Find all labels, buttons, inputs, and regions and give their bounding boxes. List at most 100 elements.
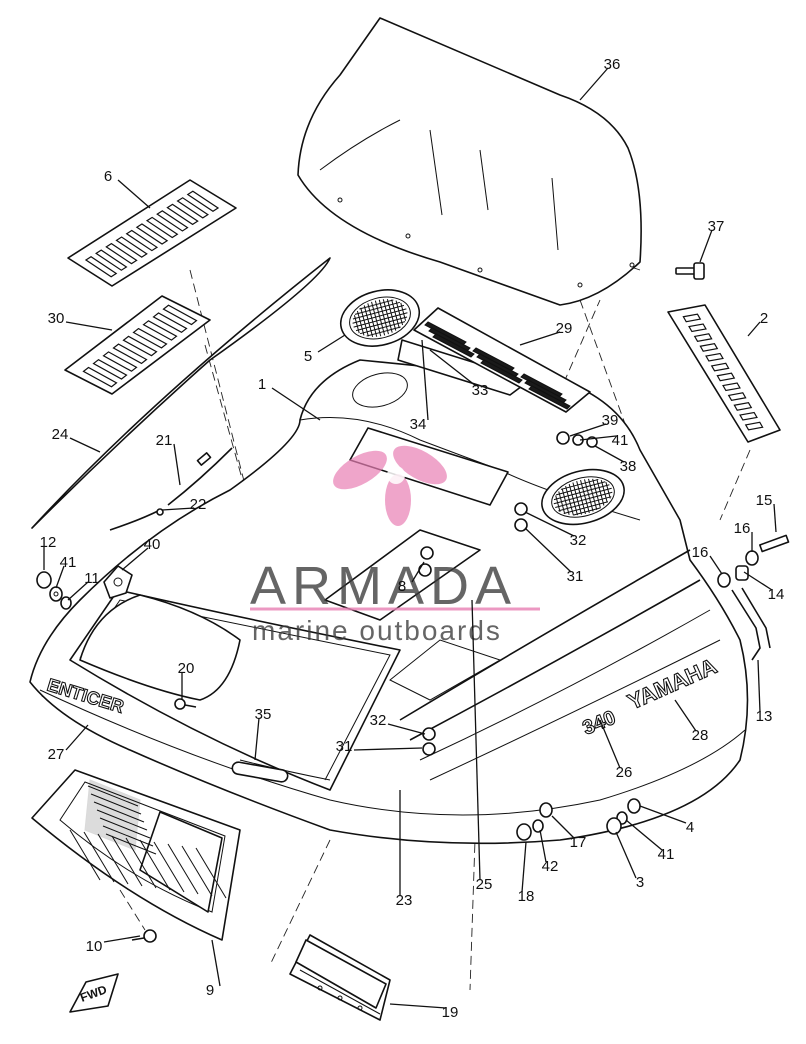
callout-leader-22 (55, 565, 65, 589)
callout-leader-44 (103, 935, 141, 943)
callout-leader-36 (551, 815, 575, 839)
callout-leader-39 (539, 829, 547, 863)
callout-label-35: 31 (336, 738, 353, 755)
callout-leader-45 (211, 939, 221, 987)
callout-label-31: 35 (255, 706, 272, 723)
callout-leader-40 (615, 831, 637, 879)
side-louver-part (667, 304, 781, 443)
louver-grille-upper (67, 179, 237, 287)
callout-label-44: 10 (86, 938, 103, 955)
callout-leader-34 (65, 724, 89, 751)
callout-label-5: 5 (304, 348, 312, 365)
callout-label-29: 20 (178, 660, 195, 677)
callout-label-16: 22 (190, 496, 207, 513)
callout-leader-41 (521, 841, 527, 893)
callout-label-13: 38 (620, 458, 637, 475)
callout-label-34: 27 (48, 746, 65, 763)
callout-leader-32 (387, 723, 426, 735)
vent-grille-rear (413, 307, 591, 413)
callout-leader-8 (271, 387, 321, 421)
watermark-brand: ARMADA (250, 556, 517, 616)
callout-leader-14 (69, 437, 101, 453)
callout-leader-11 (569, 423, 607, 437)
callout-label-12: 41 (612, 432, 629, 449)
callout-label-6: 29 (556, 320, 573, 337)
callout-leader-4 (65, 321, 113, 331)
callout-label-22: 41 (60, 554, 77, 571)
callout-label-28: 13 (756, 708, 773, 725)
callout-label-7: 2 (760, 310, 768, 327)
callout-label-14: 24 (52, 426, 69, 443)
callout-leader-5 (317, 334, 346, 353)
callout-label-39: 42 (542, 858, 559, 875)
callout-label-15: 21 (156, 432, 173, 449)
callout-leader-9 (429, 349, 477, 387)
callout-label-20: 31 (567, 568, 584, 585)
windshield-part (297, 17, 642, 306)
side-stripe-part (31, 257, 331, 529)
callout-leader-35 (353, 747, 423, 751)
callout-leader-24 (121, 547, 149, 571)
callout-leader-31 (254, 717, 260, 761)
round-vent-hood-part (541, 468, 625, 526)
callout-leader-28 (757, 659, 761, 713)
callout-label-45: 9 (206, 982, 214, 999)
callout-leader-10 (421, 339, 429, 421)
callout-leader-13 (594, 445, 625, 463)
grommet-parts (418, 546, 434, 577)
callout-leader-7 (747, 321, 761, 337)
callout-label-4: 30 (48, 310, 65, 327)
callout-label-23: 11 (84, 570, 100, 587)
cable-part (109, 447, 233, 531)
callout-label-46: 19 (442, 1004, 459, 1021)
callout-label-43: 25 (476, 876, 493, 893)
callout-leader-43 (471, 599, 481, 881)
screw-bezel (131, 929, 157, 943)
watermark-logo (333, 445, 447, 526)
callout-label-41: 18 (518, 888, 535, 905)
callout-label-32: 32 (370, 712, 387, 729)
callout-label-27: 14 (768, 586, 785, 603)
latch-hardware-right (717, 534, 790, 661)
callout-leader-37 (639, 805, 687, 824)
callout-leader-20 (524, 527, 572, 573)
callout-label-9: 33 (472, 382, 489, 399)
callout-leader-27 (743, 571, 773, 591)
hardware-lower-right (516, 798, 641, 841)
callout-label-8: 1 (258, 376, 266, 393)
callout-label-18: 15 (756, 492, 773, 509)
screw-front (174, 698, 197, 710)
callout-leader-30 (674, 699, 697, 732)
headlight-bezel-part (31, 769, 241, 941)
callout-label-17: 32 (570, 532, 587, 549)
callout-leader-38 (625, 819, 663, 851)
callout-label-40: 3 (636, 874, 644, 891)
callout-label-2: 37 (708, 218, 725, 235)
callout-leader-12 (579, 435, 617, 441)
callout-leader-6 (519, 331, 561, 346)
callout-label-19: 16 (734, 520, 751, 537)
screw-part (675, 262, 705, 280)
callout-leader-15 (173, 443, 181, 486)
callout-leader-16 (161, 507, 195, 511)
louver-grille-lower (64, 295, 211, 395)
callout-label-25: 8 (398, 578, 406, 595)
callout-leader-1 (579, 67, 609, 101)
callout-leader-17 (524, 511, 575, 537)
fastener-parts (422, 431, 598, 756)
watermark: ARMADA marine outboards (250, 445, 540, 646)
callout-leader-26 (709, 555, 723, 575)
callout-label-24: 40 (144, 536, 161, 553)
callout-label-21: 12 (40, 534, 57, 551)
hinge-part (289, 934, 391, 1021)
callout-leader-23 (67, 581, 89, 601)
callout-label-26: 16 (692, 544, 709, 561)
callout-label-10: 34 (410, 416, 427, 433)
callout-label-37: 4 (686, 819, 694, 836)
callout-label-11: 39 (602, 412, 619, 429)
callout-label-33: 26 (616, 764, 633, 781)
hardware-left (36, 565, 133, 610)
callout-leader-33 (599, 719, 621, 769)
